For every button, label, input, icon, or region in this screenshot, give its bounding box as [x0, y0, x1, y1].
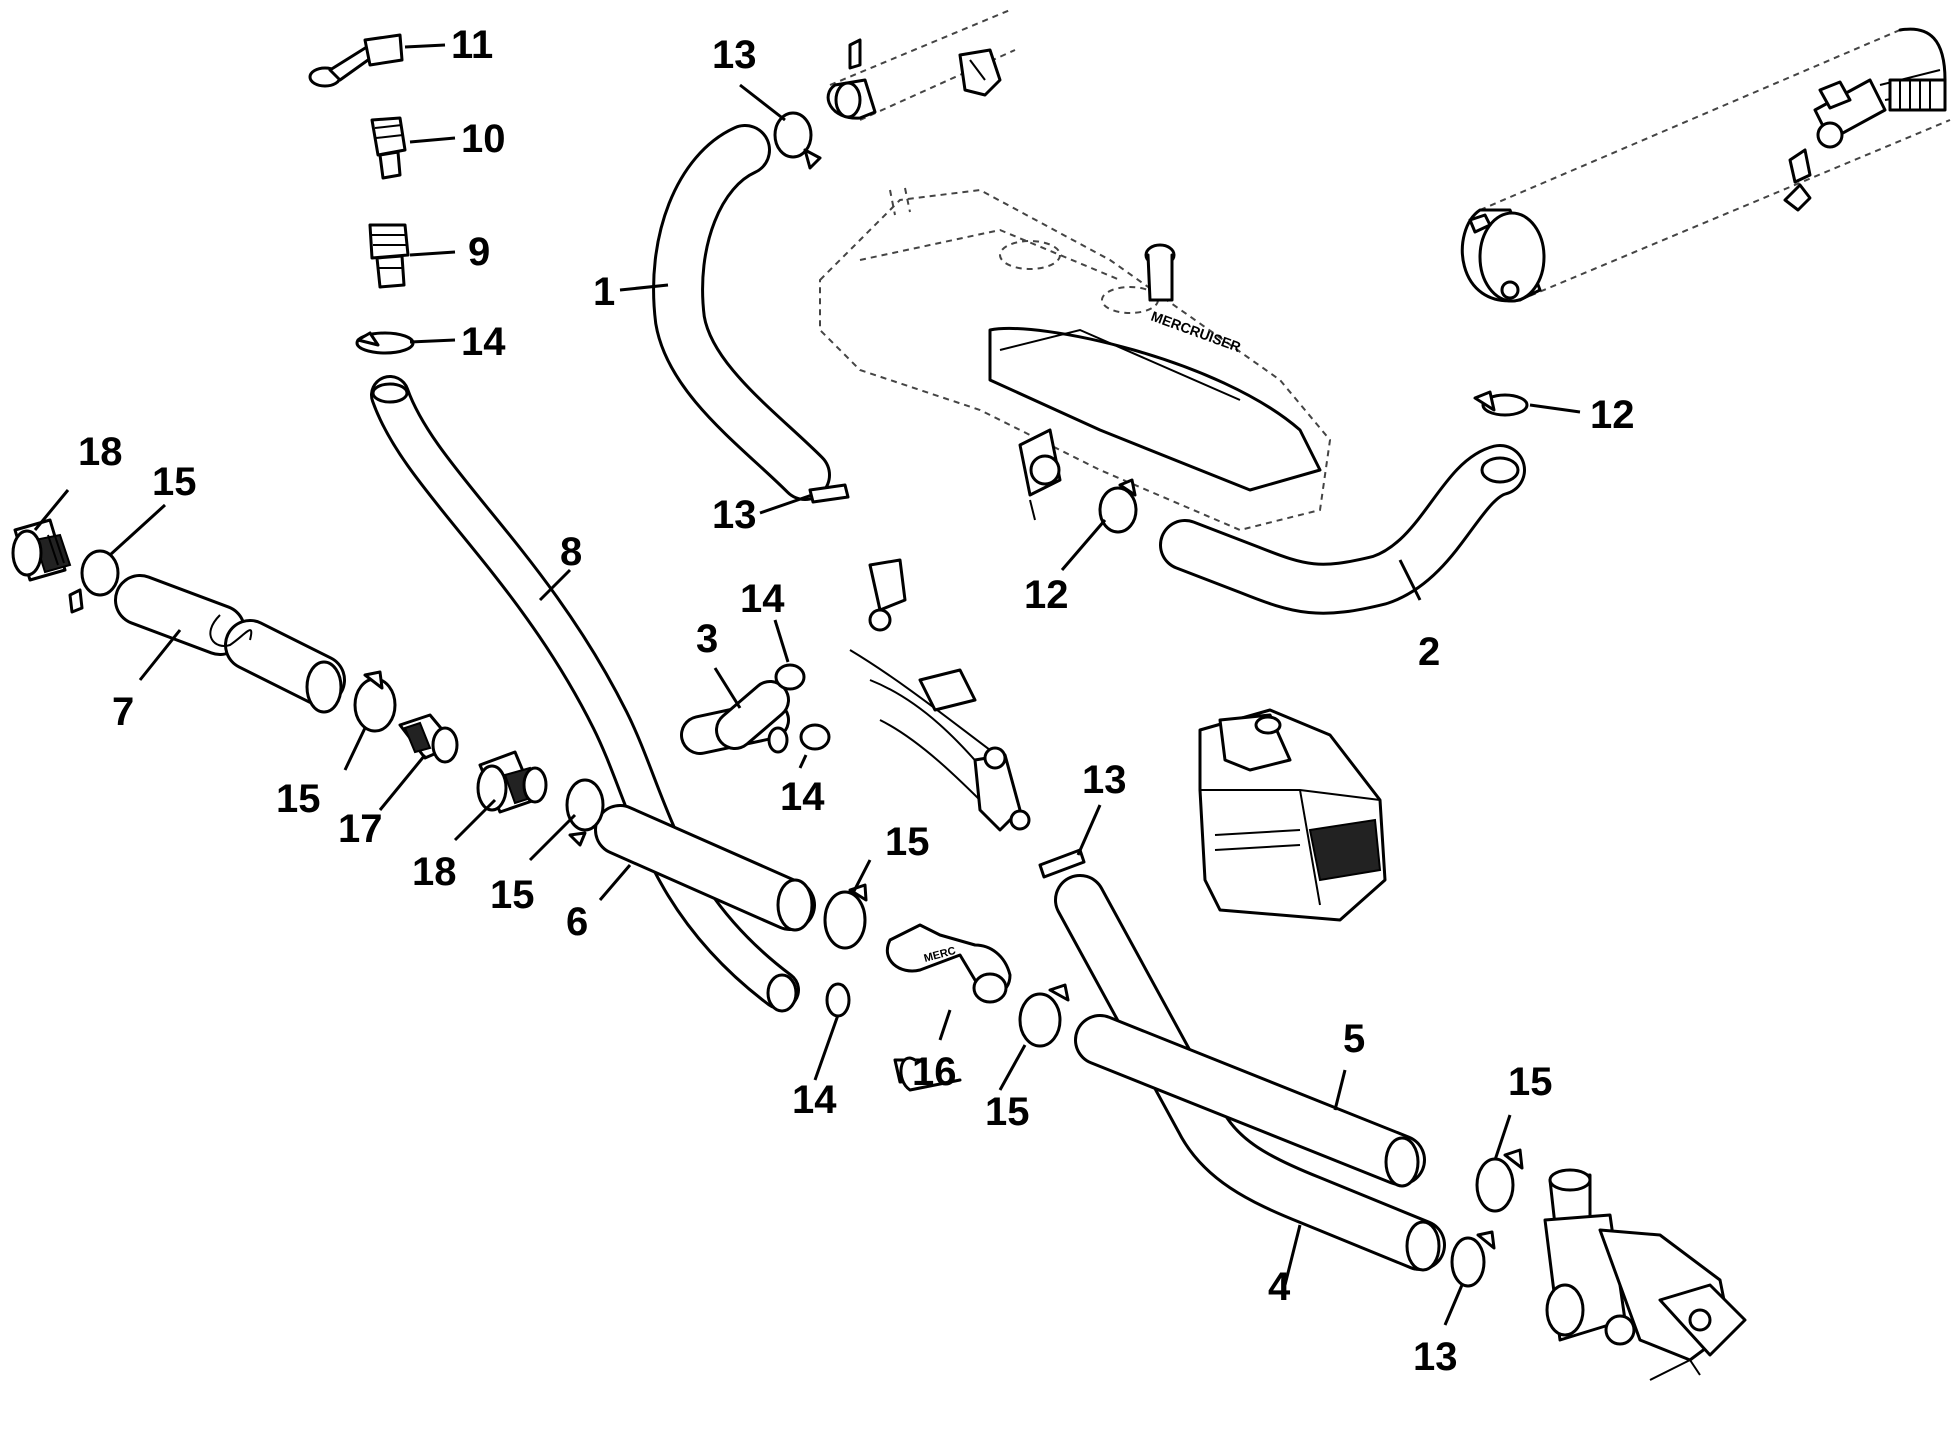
fitting-18-center — [476, 750, 548, 814]
hose-clamp-12-middle — [1098, 478, 1138, 534]
callout-6: 6 — [566, 900, 588, 944]
callout-11: 11 — [451, 23, 493, 67]
callout-3: 3 — [696, 617, 718, 661]
callout-14-lower: 14 — [780, 775, 825, 819]
hose-clamp-15-e — [1018, 983, 1070, 1048]
fitting-10 — [370, 116, 407, 180]
heat-exchanger-right — [1460, 27, 1951, 303]
callout-1: 1 — [593, 270, 615, 314]
hose-clamp-11 — [308, 33, 404, 88]
svg-text:MERCRUISER: MERCRUISER — [1149, 308, 1243, 355]
callout-13-top: 13 — [712, 33, 757, 77]
callout-8: 8 — [560, 530, 582, 574]
callout-4: 4 — [1268, 1265, 1291, 1309]
hose-clamp-15-c — [565, 778, 605, 847]
fitting-17 — [398, 713, 459, 764]
hose-clamp-13-small — [808, 483, 850, 504]
control-module — [1198, 708, 1387, 922]
leader-lines — [33, 43, 1581, 1326]
hose-6 — [594, 804, 816, 932]
heat-exchanger-top — [826, 9, 1016, 121]
callout-15-right: 15 — [1508, 1060, 1553, 1104]
callout-13-center: 13 — [1082, 758, 1127, 802]
callout-14-mid: 14 — [740, 577, 785, 621]
callout-2: 2 — [1418, 630, 1440, 674]
callout-14-top: 14 — [461, 320, 506, 364]
hose-7 — [114, 574, 346, 714]
callout-15-mid-left: 15 — [276, 777, 321, 821]
hose-clamp-13-top — [773, 111, 822, 170]
tee-fitting-16: MERC — [885, 923, 1012, 1092]
callout-16: 16 — [912, 1050, 957, 1094]
hose-clamp-15-b — [353, 670, 397, 733]
callout-18-center: 18 — [412, 850, 457, 894]
hose-clamp-12-right — [1473, 390, 1529, 417]
hose-clamp-15-f — [1475, 1148, 1524, 1213]
exhaust-manifold: MERCRUISER — [819, 187, 1332, 532]
hose-clamp-15-d — [823, 883, 868, 950]
hose-clamp-13-center — [1038, 848, 1086, 879]
callout-15-lower: 15 — [985, 1090, 1030, 1134]
callout-12-center: 12 — [1024, 573, 1069, 617]
hose-8 — [370, 375, 800, 1013]
hose-2 — [1159, 444, 1526, 615]
callout-15-left: 15 — [152, 460, 197, 504]
hose-1 — [652, 124, 831, 501]
fitting-18-left — [11, 518, 72, 582]
callout-13-bottom: 13 — [1413, 1335, 1458, 1379]
callout-labels: 11 10 9 14 13 1 13 12 12 2 18 15 8 7 3 1… — [78, 23, 1635, 1379]
callout-15-upper: 15 — [885, 820, 930, 864]
callout-13-mid: 13 — [712, 493, 757, 537]
hose-clamp-14-b — [799, 723, 831, 751]
sea-water-pump — [1543, 1168, 1747, 1381]
hose-clamp-14-c — [825, 982, 851, 1018]
callout-9: 9 — [468, 230, 490, 274]
fitting-9 — [368, 223, 410, 289]
hose-clamp-14-top — [355, 331, 415, 355]
hose-clamp-14-a — [774, 663, 806, 691]
callout-17: 17 — [338, 807, 383, 851]
hose-5 — [1074, 1014, 1426, 1188]
callout-5: 5 — [1343, 1017, 1365, 1061]
water-bracket — [849, 558, 1031, 832]
callout-14-bottom: 14 — [792, 1078, 837, 1122]
hose-3 — [680, 680, 790, 755]
callout-10: 10 — [461, 117, 506, 161]
hose-clamp-15-a — [68, 549, 120, 614]
callout-18-left: 18 — [78, 430, 123, 474]
callout-15-center: 15 — [490, 873, 535, 917]
callout-7: 7 — [112, 690, 134, 734]
hose-clamp-13-bottom — [1450, 1230, 1496, 1288]
callout-12-right: 12 — [1590, 393, 1635, 437]
hose-4 — [1054, 874, 1446, 1272]
